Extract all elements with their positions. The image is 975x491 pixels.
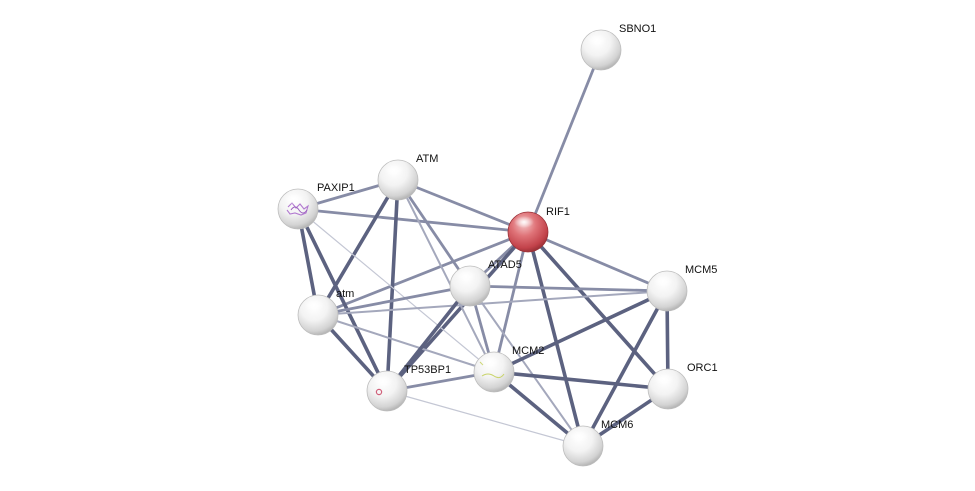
node-highlight — [654, 373, 674, 385]
node-highlight — [514, 216, 534, 228]
node-highlight — [304, 299, 324, 311]
edge-MCM2-ORC1[interactable] — [494, 372, 668, 389]
node-label-MCM6: MCM6 — [601, 419, 633, 431]
node-label-ORC1: ORC1 — [687, 362, 718, 374]
node-highlight — [384, 164, 404, 176]
node-highlight — [373, 375, 393, 387]
node-highlight — [653, 275, 673, 287]
edge-RIF1-PAXIP1[interactable] — [298, 209, 528, 232]
edge-ATAD5-MCM5[interactable] — [470, 286, 667, 291]
node-label-PAXIP1: PAXIP1 — [317, 182, 355, 194]
node-highlight — [587, 34, 607, 46]
node-MCM6[interactable]: MCM6 — [563, 419, 633, 466]
node-SBNO1[interactable]: SBNO1 — [581, 23, 656, 70]
node-MCM5[interactable]: MCM5 — [647, 264, 717, 311]
node-PAXIP1[interactable]: PAXIP1 — [278, 182, 355, 229]
edge-TP53BP1-MCM6[interactable] — [387, 391, 583, 446]
node-label-ATAD5: ATAD5 — [488, 259, 522, 271]
node-atm[interactable]: atm — [298, 288, 354, 335]
node-highlight — [456, 270, 476, 282]
node-label-SBNO1: SBNO1 — [619, 23, 656, 35]
node-label-MCM5: MCM5 — [685, 264, 717, 276]
node-highlight — [480, 356, 500, 368]
edge-RIF1-MCM5[interactable] — [528, 232, 667, 291]
node-label-RIF1: RIF1 — [546, 206, 570, 218]
node-label-MCM2: MCM2 — [512, 345, 544, 357]
edge-SBNO1-RIF1[interactable] — [528, 50, 601, 232]
node-highlight — [284, 193, 304, 205]
node-highlight — [569, 430, 589, 442]
node-label-TP53BP1: TP53BP1 — [404, 364, 451, 376]
node-ORC1[interactable]: ORC1 — [648, 362, 718, 409]
node-label-ATM: ATM — [416, 153, 438, 165]
node-label-atm: atm — [336, 288, 354, 300]
